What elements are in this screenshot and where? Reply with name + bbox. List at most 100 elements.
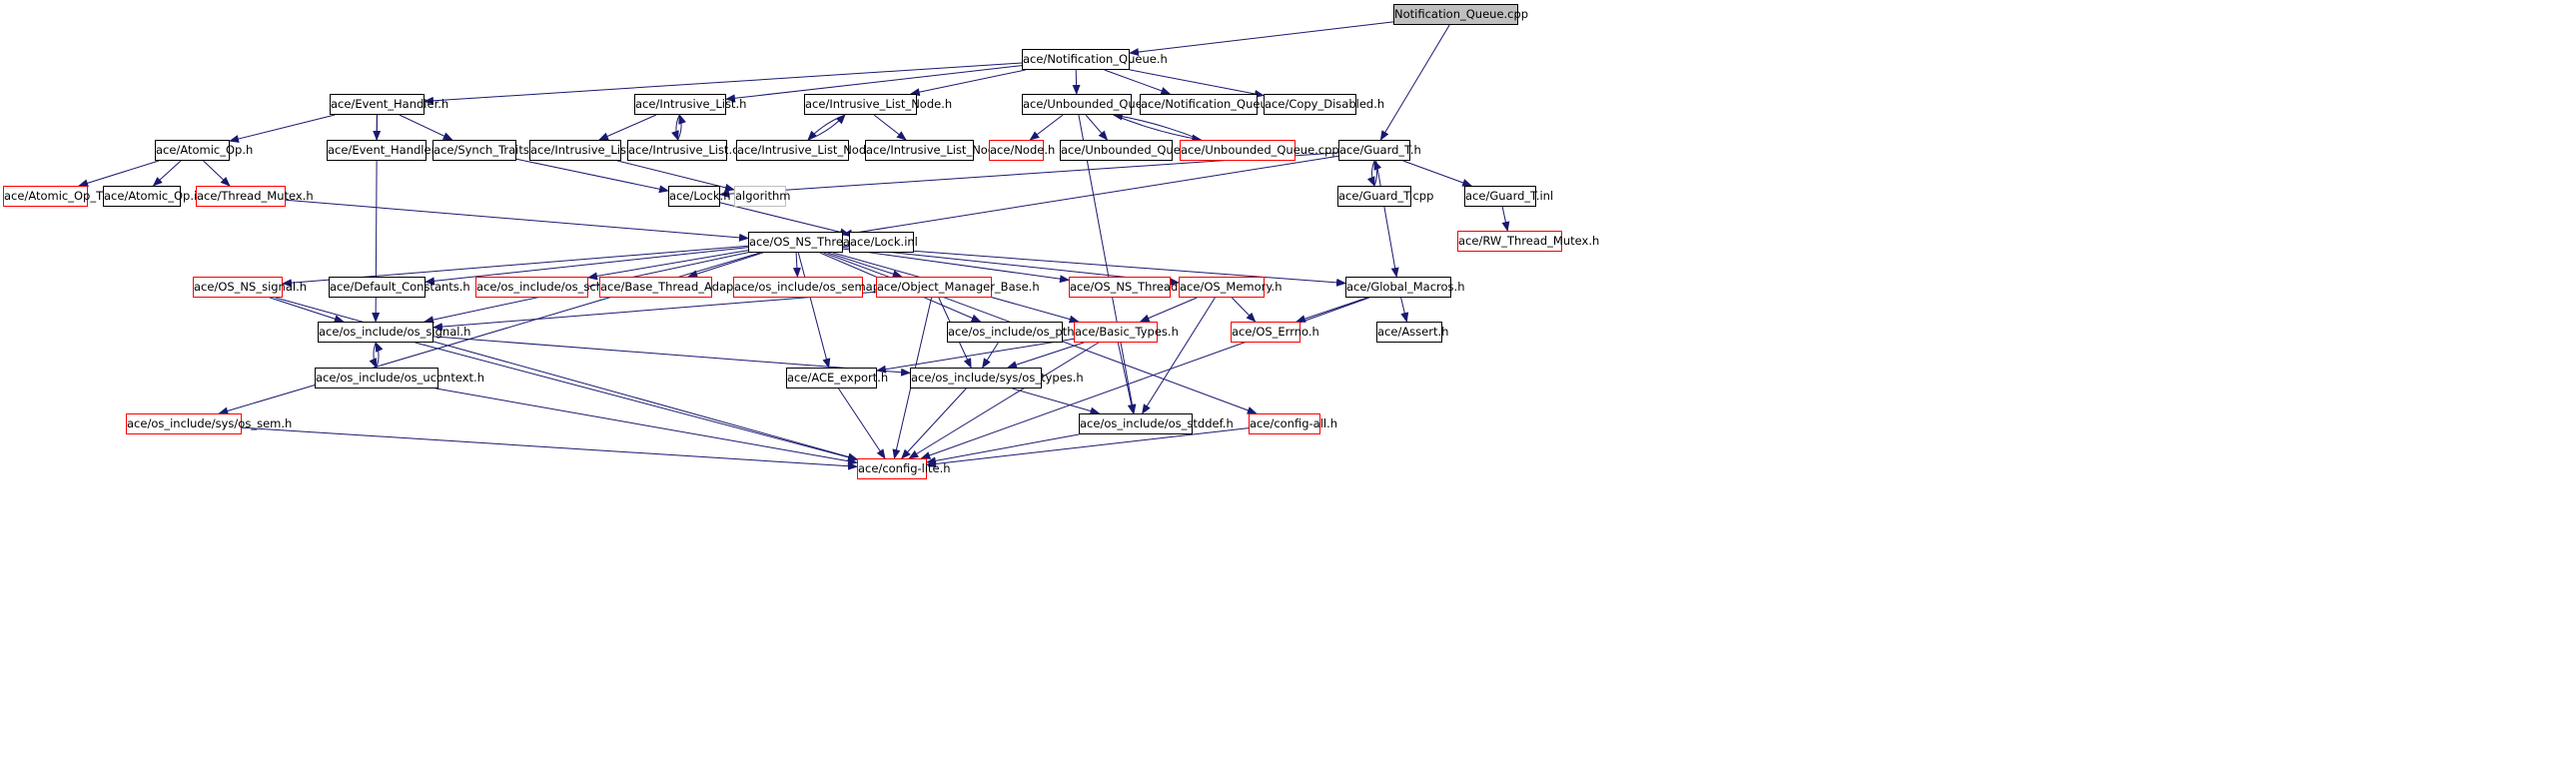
node-ace-os-include-os-sched-h[interactable]: ace/os_include/os_sched.h xyxy=(475,277,628,298)
edge-osnt_h-to-osnt_inl xyxy=(842,248,1070,284)
edge-iln_h-to-iln_cpp xyxy=(807,114,846,141)
edge-il_h-to-il_inl xyxy=(598,114,657,141)
node-ace-object-manager-base-h[interactable]: ace/Object_Manager_Base.h xyxy=(876,277,1040,298)
node-ace-os-ns-thread-h[interactable]: ace/OS_NS_Thread.h xyxy=(748,232,868,253)
edge-omb_h-to-ossig_h xyxy=(432,291,877,332)
edge-uq_h-to-node_h xyxy=(1029,114,1064,141)
edge-ossig_h-to-osuctx_h xyxy=(369,342,378,369)
edge-root-to-nq_h xyxy=(1129,21,1394,57)
edge-osnt_h-to-bta_h xyxy=(687,252,763,279)
edge-osmem_h-to-osstddef_h xyxy=(1142,297,1216,414)
edge-gt_h-to-gm_h xyxy=(1375,160,1399,278)
edge-tm_h-to-osnt_h xyxy=(285,199,749,242)
edge-ossyssem_h-to-cfglite_h xyxy=(241,426,858,470)
edge-root-to-gt_h xyxy=(1379,24,1450,141)
edge-gm_h-to-oserrno_h xyxy=(1295,297,1368,323)
node-notification-queue-cpp: Notification_Queue.cpp xyxy=(1393,4,1528,25)
edge-gt_h-to-osnt_h xyxy=(842,155,1339,238)
edge-osns_h-to-ossig_h xyxy=(270,297,345,324)
edge-osuctx_h-to-ossig_h xyxy=(375,342,384,369)
edge-ao_h-to-ao_inl xyxy=(152,160,182,187)
node-ace-atomic-op-t-h[interactable]: ace/Atomic_Op_T.h xyxy=(3,186,113,207)
node-ace-lock-h[interactable]: ace/Lock.h xyxy=(668,186,731,207)
node-ace-intrusive-list-cpp[interactable]: ace/Intrusive_List.cpp xyxy=(627,140,753,161)
edge-gm_h-to-assert_h xyxy=(1400,297,1409,323)
edge-bt_h-to-osstddef_h xyxy=(1117,342,1136,414)
node-ace-config-all-h[interactable]: ace/config-all.h xyxy=(1249,413,1337,434)
node-ace-os-include-sys-os-sem-h[interactable]: ace/os_include/sys/os_sem.h xyxy=(126,413,292,434)
node-ace-unbounded-queue-inl[interactable]: ace/Unbounded_Queue.inl xyxy=(1060,140,1212,161)
node-ace-os-include-os-pthread-h[interactable]: ace/os_include/os_pthread.h xyxy=(947,322,1111,343)
node-ace-assert-h[interactable]: ace/Assert.h xyxy=(1376,322,1448,343)
edge-st_h-to-lock_h xyxy=(515,158,669,194)
edge-osmem_h-to-bt_h xyxy=(1139,297,1198,323)
node-algorithm: algorithm xyxy=(734,186,791,207)
edge-gt_h-to-gt_inl xyxy=(1402,160,1473,187)
node-ace-ace-export-h[interactable]: ace/ACE_export.h xyxy=(786,368,888,389)
node-ace-os-include-os-stddef-h[interactable]: ace/os_include/os_stddef.h xyxy=(1079,413,1234,434)
node-ace-atomic-op-h[interactable]: ace/Atomic_Op.h xyxy=(155,140,253,161)
node-ace-unbounded-queue-cpp[interactable]: ace/Unbounded_Queue.cpp xyxy=(1180,140,1339,161)
node-ace-copy-disabled-h[interactable]: ace/Copy_Disabled.h xyxy=(1264,94,1384,115)
edge-nq_h-to-iln_h xyxy=(909,69,1026,97)
edge-iln_cpp-to-iln_h xyxy=(807,114,846,141)
node-ace-guard-t-h[interactable]: ace/Guard_T.h xyxy=(1338,140,1421,161)
node-ace-notification-queue-inl[interactable]: ace/Notification_Queue.inl xyxy=(1140,94,1291,115)
node-ace-event-handler-h[interactable]: ace/Event_Handler.h xyxy=(330,94,448,115)
edge-gt_h-to-gt_cpp xyxy=(1366,160,1375,187)
edge-uq_h-to-osstddef_h xyxy=(1078,114,1137,414)
edge-osuctx_h-to-cfglite_h xyxy=(435,388,858,465)
node-ace-thread-mutex-h[interactable]: ace/Thread_Mutex.h xyxy=(196,186,314,207)
node-ace-os-include-os-ucontext-h[interactable]: ace/os_include/os_ucontext.h xyxy=(315,368,484,389)
node-ace-atomic-op-inl[interactable]: ace/Atomic_Op.inl xyxy=(103,186,208,207)
node-ace-intrusive-list-node-inl[interactable]: ace/Intrusive_List_Node.inl xyxy=(865,140,1020,161)
node-ace-lock-inl[interactable]: ace/Lock.inl xyxy=(849,232,918,253)
node-ace-event-handler-inl[interactable]: ace/Event_Handler.inl xyxy=(327,140,452,161)
node-ace-unbounded-queue-h[interactable]: ace/Unbounded_Queue.h xyxy=(1022,94,1168,115)
node-ace-os-include-sys-os-types-h[interactable]: ace/os_include/sys/os_types.h xyxy=(910,368,1084,389)
node-ace-intrusive-list-node-cpp[interactable]: ace/Intrusive_List_Node.cpp xyxy=(736,140,898,161)
node-ace-default-constants-h[interactable]: ace/Default_Constants.h xyxy=(329,277,470,298)
node-ace-rw-thread-mutex-h[interactable]: ace/RW_Thread_Mutex.h xyxy=(1457,231,1599,252)
node-ace-os-ns-signal-h[interactable]: ace/OS_NS_signal.h xyxy=(193,277,307,298)
node-ace-base-thread-adapter-h[interactable]: ace/Base_Thread_Adapter.h xyxy=(599,277,760,298)
node-ace-os-ns-thread-inl[interactable]: ace/OS_NS_Thread.inl xyxy=(1069,277,1196,298)
edge-bt_h-to-aceexp_h xyxy=(876,338,1075,374)
node-ace-global-macros-h[interactable]: ace/Global_Macros.h xyxy=(1345,277,1465,298)
node-ace-guard-t-inl[interactable]: ace/Guard_T.inl xyxy=(1464,186,1553,207)
edge-osnt_h-to-omb_h xyxy=(827,252,903,279)
edge-bt_h-to-ostypes_h xyxy=(1007,342,1085,369)
node-ace-intrusive-list-h[interactable]: ace/Intrusive_List.h xyxy=(634,94,746,115)
edge-nq_h-to-uq_h xyxy=(1072,69,1081,95)
edge-cfgall_h-to-cfglite_h xyxy=(926,427,1250,468)
edge-iln_h-to-iln_inl xyxy=(873,114,907,141)
edge-gt_cpp-to-gt_h xyxy=(1373,160,1382,187)
node-ace-guard-t-cpp[interactable]: ace/Guard_T.cpp xyxy=(1337,186,1433,207)
edge-osnt_h-to-aceexp_h xyxy=(797,252,831,369)
node-ace-intrusive-list-node-h[interactable]: ace/Intrusive_List_Node.h xyxy=(804,94,952,115)
edge-uq_cpp-to-uq_h xyxy=(1112,112,1202,141)
edge-nq_h-to-cd_h xyxy=(1129,69,1265,98)
node-ace-config-lite-h[interactable]: ace/config-lite.h xyxy=(857,458,951,479)
node-ace-os-errno-h[interactable]: ace/OS_Errno.h xyxy=(1231,322,1319,343)
edge-ostypes_h-to-osstddef_h xyxy=(1012,388,1101,415)
node-ace-os-include-os-signal-h[interactable]: ace/os_include/os_signal.h xyxy=(318,322,470,343)
edge-ossig_h-to-cfglite_h xyxy=(415,342,858,461)
edge-nq_h-to-nq_inl xyxy=(1104,69,1172,95)
node-ace-os-include-os-semaphore-h[interactable]: ace/os_include/os_semaphore.h xyxy=(733,277,917,298)
node-ace-node-h[interactable]: ace/Node.h xyxy=(989,140,1055,161)
node-ace-os-memory-h[interactable]: ace/OS_Memory.h xyxy=(1179,277,1283,298)
edge-ossig_h-to-ostypes_h xyxy=(432,336,911,377)
edge-lock_h-to-lock_inl xyxy=(719,202,850,237)
edge-osnt_h-to-ossched_h xyxy=(587,250,749,281)
node-ace-notification-queue-h[interactable]: ace/Notification_Queue.h xyxy=(1022,49,1168,70)
node-ace-intrusive-list-inl[interactable]: ace/Intrusive_List.inl xyxy=(529,140,648,161)
edge-ospth_h-to-ostypes_h xyxy=(982,342,999,369)
edge-osnt_h-to-dc_h xyxy=(425,247,749,286)
node-ace-basic-types-h[interactable]: ace/Basic_Types.h xyxy=(1074,322,1179,343)
node-ace-synch-traits-h[interactable]: ace/Synch_Traits.h xyxy=(432,140,540,161)
edge-osmem_h-to-oserrno_h xyxy=(1231,297,1257,323)
edge-osstddef_h-to-cfglite_h xyxy=(926,433,1080,465)
